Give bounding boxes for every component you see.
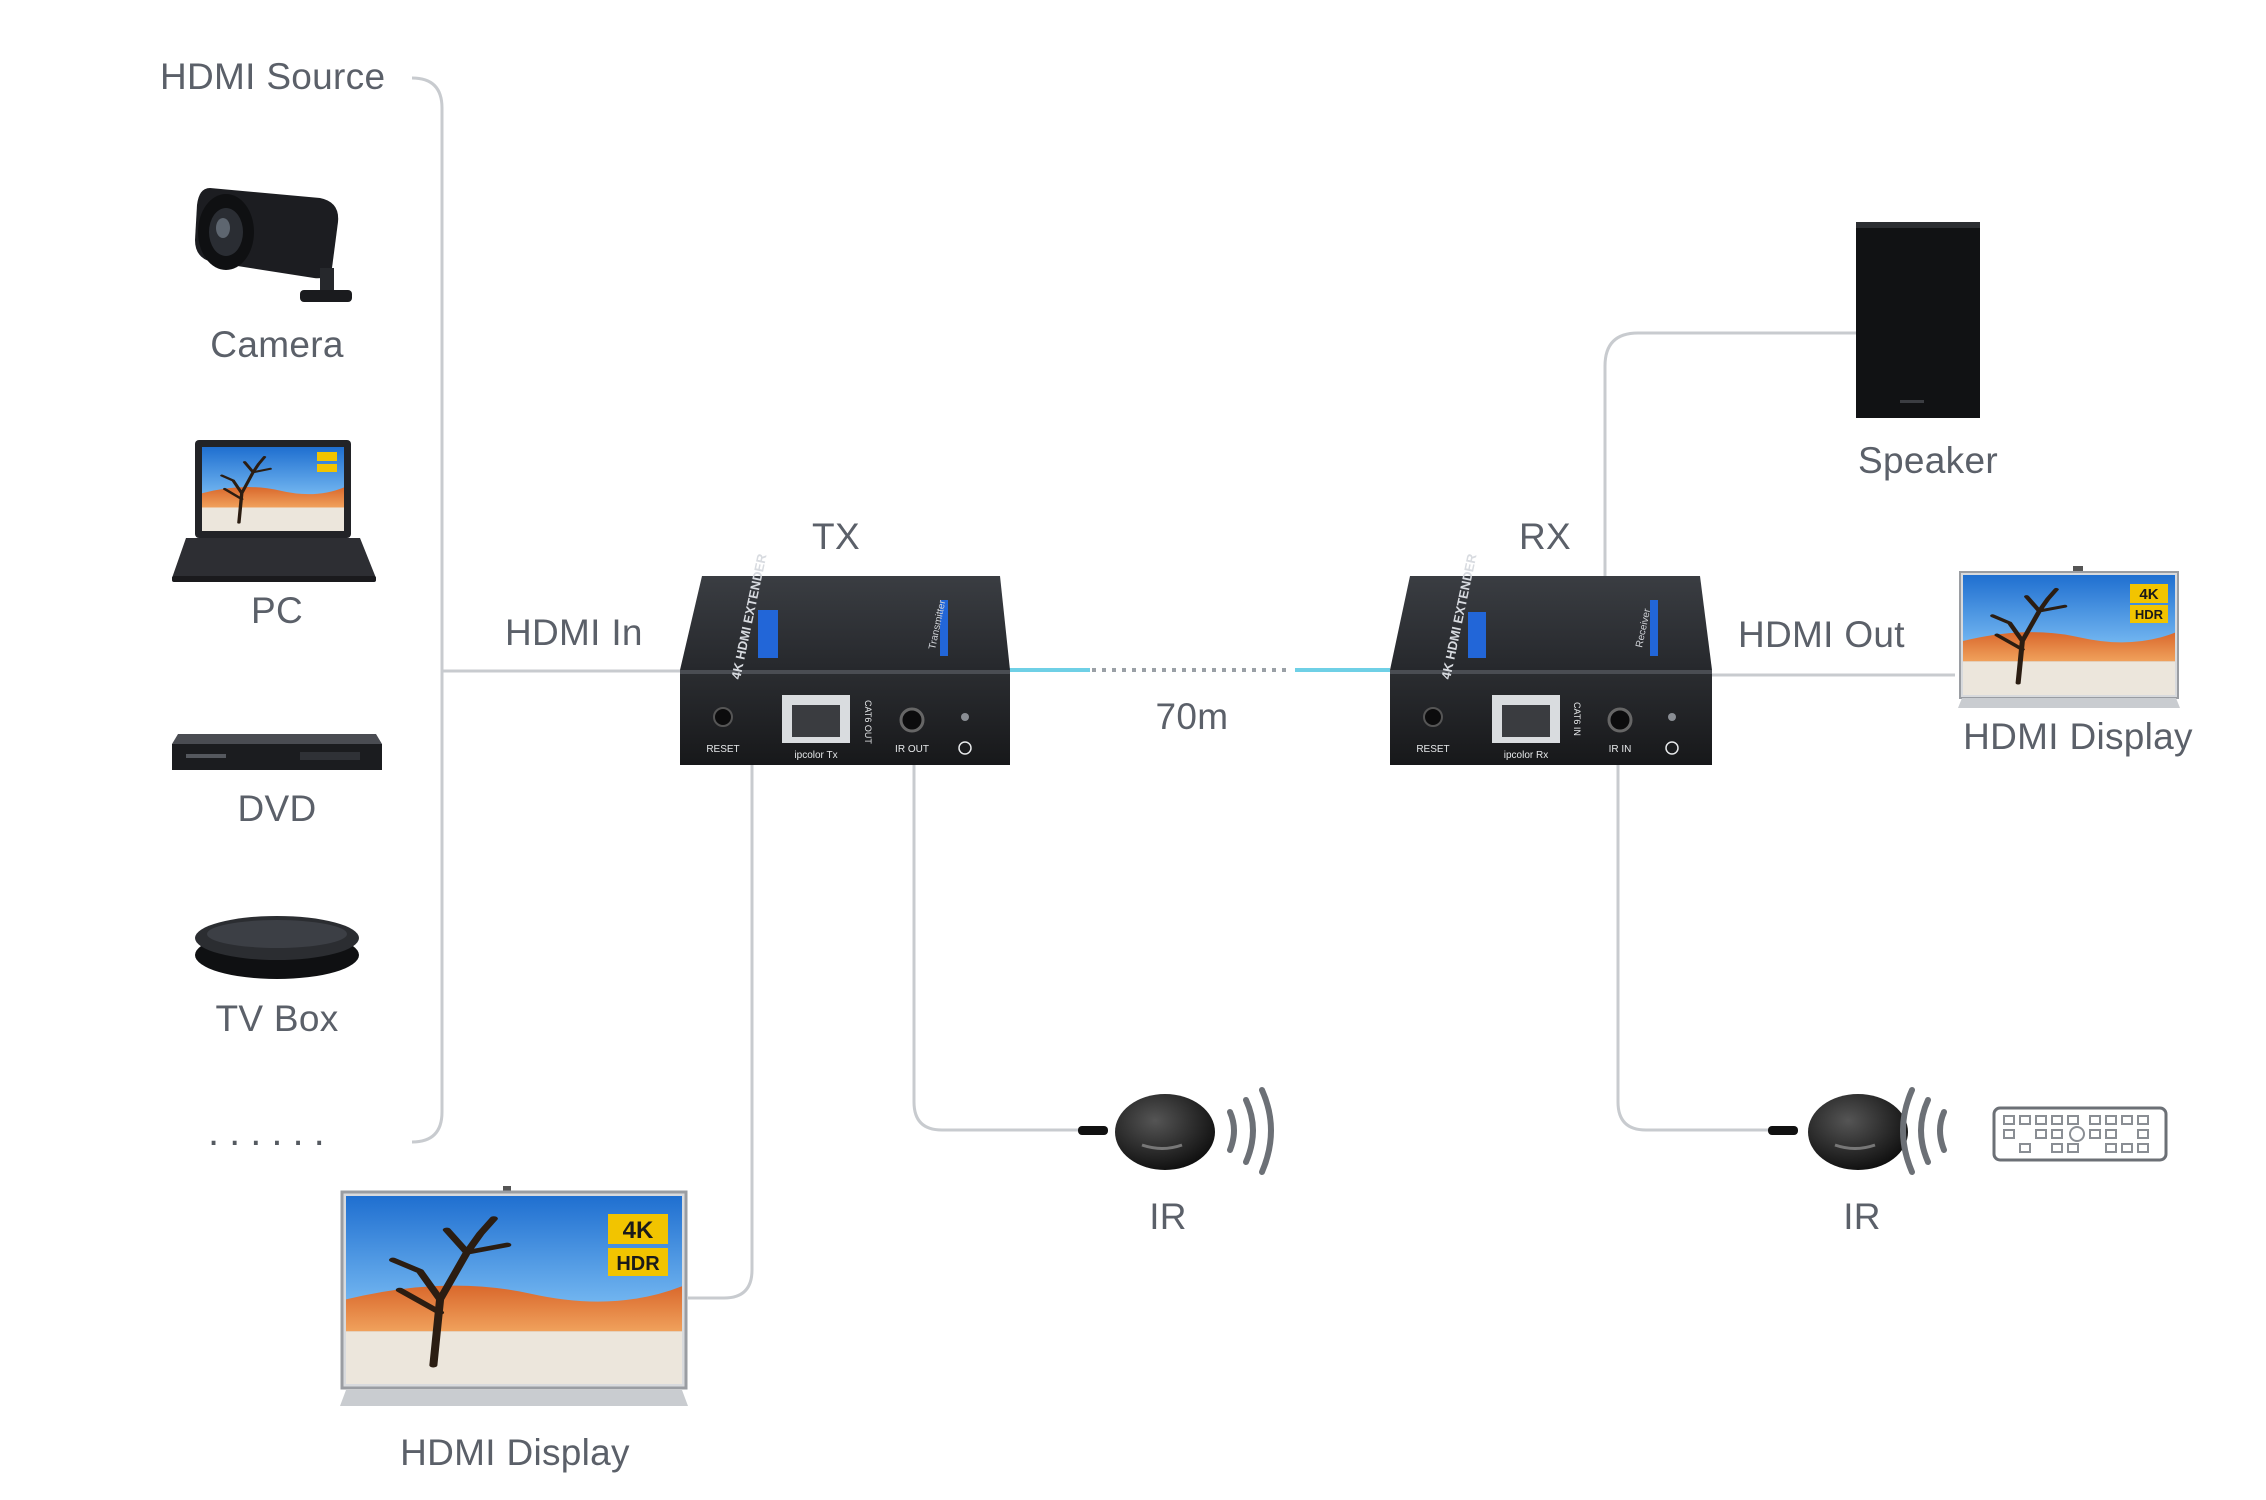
tv-box-icon <box>195 916 359 979</box>
hdmi-source-title: HDMI Source <box>160 56 386 97</box>
camera-icon <box>195 188 352 302</box>
remote-control-icon <box>1992 1106 2168 1162</box>
tx-ir-port-label: IR OUT <box>895 744 929 755</box>
tx-ir-signal-icon <box>1227 1087 1274 1175</box>
tx-ir-line <box>912 765 1080 1132</box>
rx-label: RX <box>1519 516 1571 557</box>
tx-ir-label: IR <box>1149 1196 1187 1237</box>
dvd-label: DVD <box>237 788 317 829</box>
local-display-icon: 4K HDR <box>340 1186 688 1406</box>
rx-ir-signal-icon <box>1900 1087 1947 1175</box>
dvd-player-icon <box>172 734 382 770</box>
tx-label: TX <box>812 516 860 557</box>
rx-cat-label: CAT6 IN <box>1572 702 1582 736</box>
rx-display-icon: 4K HDR <box>1958 566 2180 708</box>
camera-label: Camera <box>210 324 344 365</box>
tx-device: 4K HDMI EXTENDER Transmitter RESET ipcol… <box>680 552 1010 765</box>
local-display-label: HDMI Display <box>400 1432 630 1473</box>
hdmi-out-label: HDMI Out <box>1738 614 1905 655</box>
rx-ir-line <box>1616 765 1770 1132</box>
badge-hdr: HDR <box>616 1253 660 1275</box>
tx-lan-label: ipcolor Tx <box>794 750 837 761</box>
badge-4k: 4K <box>623 1217 654 1244</box>
rx-lan-label: ipcolor Rx <box>1504 750 1548 761</box>
rx-ir-port-label: IR IN <box>1609 744 1632 755</box>
rx-badge-hdr: HDR <box>2135 607 2164 622</box>
pc-label: PC <box>251 590 303 631</box>
rx-device: 4K HDMI EXTENDER Receiver RESET ipcolor … <box>1390 552 1712 765</box>
distance-label: 70m <box>1155 696 1229 737</box>
speaker-icon <box>1856 222 1980 418</box>
tx-cat-label: CAT6 OUT <box>863 700 873 744</box>
rx-ir-label: IR <box>1843 1196 1881 1237</box>
rx-ir-receiver-icon <box>1768 1094 1908 1170</box>
tx-reset-label: RESET <box>706 744 739 755</box>
local-display-line <box>688 765 754 1300</box>
speaker-line <box>1603 331 1856 576</box>
more-sources-ellipsis: ...... <box>208 1110 335 1154</box>
tx-ir-emitter-icon <box>1078 1094 1215 1170</box>
laptop-icon <box>172 440 376 582</box>
tv-box-label: TV Box <box>215 998 339 1039</box>
rx-badge-4k: 4K <box>2139 586 2158 603</box>
rx-reset-label: RESET <box>1416 744 1449 755</box>
speaker-label: Speaker <box>1858 440 1998 481</box>
hdmi-in-label: HDMI In <box>505 612 643 653</box>
source-bracket <box>411 76 444 1144</box>
rx-display-label: HDMI Display <box>1963 716 2193 757</box>
